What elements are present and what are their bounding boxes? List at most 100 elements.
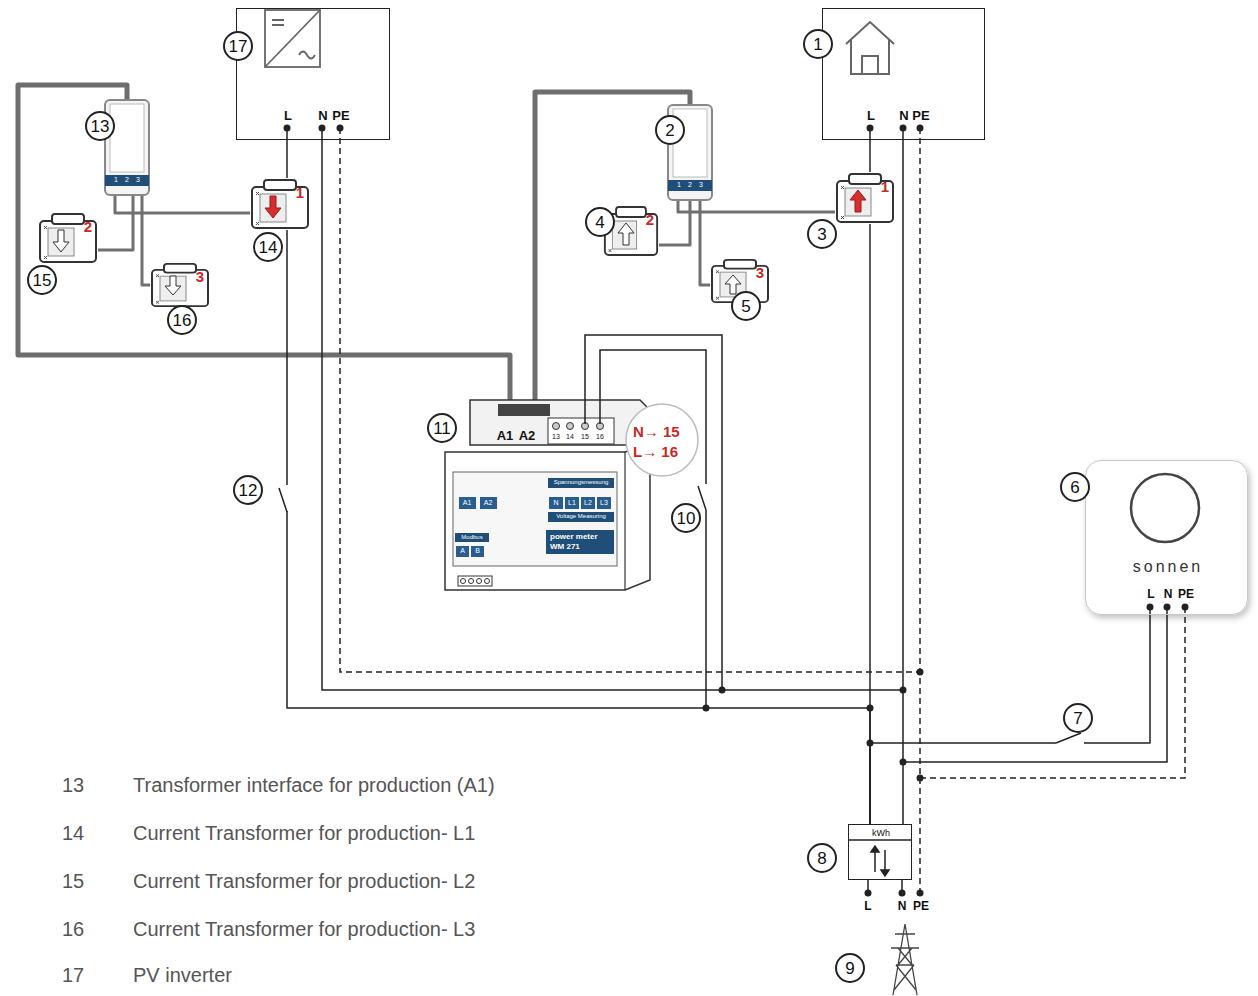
terminal-dot [867, 705, 874, 712]
power-meter-drawing [458, 576, 492, 586]
callout-number: 5 [731, 291, 761, 321]
transformer-interface: 123 [105, 100, 149, 195]
meter-arrows [848, 840, 912, 876]
note-circle [626, 404, 698, 476]
power-meter: A1A213141516A1A2SpannungsmessungNL1L2L3V… [445, 400, 650, 590]
power-meter-drawing [456, 546, 469, 557]
pv-inverter-box: LNPE [236, 8, 390, 140]
energy-meter-box: kWh [848, 824, 912, 880]
node-text: PE [332, 109, 349, 124]
transformer-interface-drawing [110, 104, 144, 172]
legend-text: Transformer interface for production (A1… [133, 774, 495, 797]
terminal-dot [917, 669, 924, 676]
node-text: WM 271 [550, 542, 580, 551]
current-transformer-drawing [725, 275, 741, 294]
callout-number: 10 [671, 503, 701, 533]
power-meter-drawing [581, 497, 595, 509]
meter-arrows [875, 850, 885, 872]
sensor-lead [700, 200, 710, 285]
wiring [585, 335, 722, 708]
current-transformer-drawing [618, 223, 634, 245]
terminal-dot [917, 125, 924, 132]
switch-symbol [698, 486, 706, 510]
node-text: 3 [136, 176, 140, 184]
power-meter-drawing [567, 423, 574, 430]
node-text: 2 [688, 181, 692, 189]
callout-number: 6 [1060, 472, 1090, 502]
node-text: PE [1178, 588, 1194, 602]
node-text: 1 [296, 184, 304, 201]
node-text: A2 [484, 499, 493, 507]
sensor-lead [678, 200, 835, 212]
power-meter-drawing [485, 579, 490, 584]
current-transformer: 1 [835, 172, 895, 224]
house-icon [846, 22, 894, 74]
callout-number: 3 [807, 219, 837, 249]
node-text: L3 [600, 499, 608, 507]
power-meter-drawing [461, 579, 466, 584]
callout-number: 12 [233, 475, 263, 505]
current-transformer-drawing [265, 196, 281, 218]
power-meter-drawing [548, 512, 614, 522]
sonnen-battery-box: sonnenLNPE [1085, 460, 1248, 615]
terminal-label: PE [913, 900, 929, 914]
node-text: sonnen [1133, 558, 1204, 576]
legend-text: Current Transformer for production- L3 [133, 918, 475, 941]
transformer-interface-drawing [668, 180, 712, 191]
phase-wire [869, 140, 871, 172]
power-meter-drawing [459, 497, 476, 509]
current-transformer: 1 [250, 178, 310, 230]
node-text: 1 [114, 176, 118, 184]
sonnen-logo [1131, 474, 1199, 542]
terminal-dot [319, 125, 326, 132]
node-text: A2 [519, 429, 536, 444]
node-text: 14 [566, 433, 574, 441]
legend-text: Current Transformer for production- L1 [133, 822, 475, 845]
current-transformer-drawing [40, 174, 893, 306]
callout-number: 13 [85, 111, 115, 141]
terminal-dot [900, 687, 907, 694]
callout-number: 7 [1063, 703, 1093, 733]
node-text: Modbus [461, 534, 482, 541]
terminal-dot [867, 740, 874, 747]
node-text: 16 [596, 433, 604, 441]
power-meter-drawing [470, 400, 650, 445]
callout-number: 11 [427, 413, 457, 443]
terminal-dot [1164, 604, 1171, 611]
node-text: 3 [756, 264, 764, 281]
node-text: L [1147, 588, 1154, 602]
current-transformer-drawing [837, 174, 893, 222]
terminal-label: L [864, 900, 871, 914]
node-text: power meter [550, 532, 598, 541]
node-text: 15 [581, 433, 589, 441]
legend-text: Current Transformer for production- L2 [133, 870, 475, 893]
current-transformer-drawing [165, 276, 181, 295]
sensor-lead [142, 195, 150, 285]
terminal-dot [703, 705, 710, 712]
power-meter-drawing [548, 418, 614, 444]
legend-text: 13 [62, 774, 84, 797]
node-text: N [899, 109, 908, 124]
wiring-note: L→ 16 [633, 443, 678, 460]
callout-number: 14 [253, 232, 283, 262]
callout-number: 17 [223, 31, 253, 61]
node-text: kWh [872, 828, 890, 838]
phase-wire [286, 140, 288, 178]
power-meter-drawing [624, 452, 625, 590]
current-transformer-drawing [850, 190, 866, 212]
callout-number: 4 [585, 207, 615, 237]
current-transformer-drawing [152, 264, 208, 306]
terminal-dot [867, 125, 874, 132]
power-meter-drawing [469, 579, 474, 584]
node-text: 3 [196, 268, 204, 285]
node-text: L2 [584, 499, 592, 507]
power-meter-drawing [549, 497, 563, 509]
power-meter-drawing [498, 404, 550, 416]
node-text: B [475, 547, 480, 555]
power-meter-drawing [455, 478, 614, 557]
current-transformer: 2 [38, 212, 98, 264]
meter-arrows [848, 839, 912, 841]
switch-symbol [279, 488, 287, 512]
terminal-dot [865, 890, 872, 897]
legend-text: 14 [62, 822, 84, 845]
